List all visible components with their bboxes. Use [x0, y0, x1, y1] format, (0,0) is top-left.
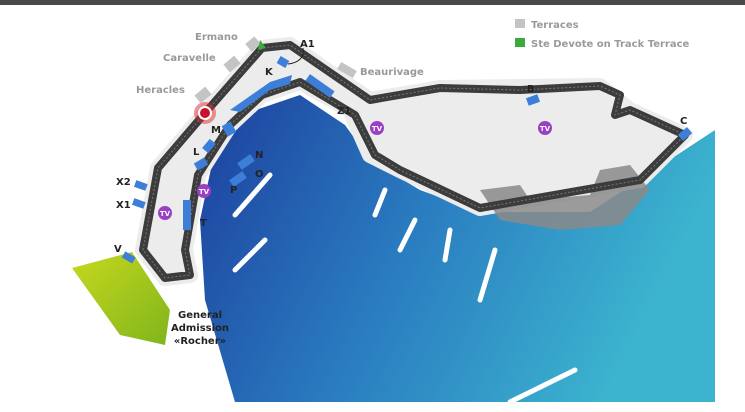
- general-admission-label: «Rocher»: [174, 336, 226, 347]
- tv-badge: TV: [370, 121, 384, 135]
- svg-text:TV: TV: [540, 125, 551, 133]
- legend-swatch-terraces: [515, 19, 525, 28]
- grandstand-label: C: [680, 116, 687, 127]
- tunnel-buildings: [480, 165, 650, 230]
- svg-text:TV: TV: [199, 188, 210, 196]
- svg-text:TV: TV: [160, 210, 171, 218]
- general-admission-label: Admission: [171, 323, 229, 334]
- legend-label: Terraces: [531, 20, 579, 31]
- general-admission-label: General: [178, 310, 222, 321]
- grandstands: [121, 56, 693, 264]
- grandstand-label: O: [255, 169, 264, 180]
- tv-badge: TV: [197, 184, 211, 198]
- grandstand-label: T: [200, 218, 207, 229]
- terrace-label: Ermano: [195, 32, 238, 43]
- grandstand-label: V: [114, 244, 122, 255]
- harbour-water: [200, 95, 715, 402]
- grandstand-label: B: [527, 84, 535, 95]
- grandstand-label: Z1: [337, 106, 351, 117]
- legend: Terraces Ste Devote on Track Terrace: [515, 19, 690, 50]
- legend-swatch-ste-devote: [515, 38, 525, 47]
- grandstand-label: N: [255, 150, 263, 161]
- grandstand-label: K: [265, 67, 274, 78]
- terrace-label: Beaurivage: [360, 67, 424, 78]
- top-bar: [0, 0, 745, 5]
- tv-badge: TV: [158, 206, 172, 220]
- grandstand-label: X1: [116, 200, 131, 211]
- svg-text:TV: TV: [372, 125, 383, 133]
- piers: [232, 172, 578, 405]
- tv-badge: TV: [538, 121, 552, 135]
- general-admission-area: [72, 252, 170, 345]
- grandstand-label: A1: [300, 39, 315, 50]
- terrace-label: Heracles: [136, 85, 185, 96]
- terrace-label: Caravelle: [163, 53, 216, 64]
- a1-pointer: [287, 47, 304, 65]
- terraces: [194, 36, 357, 104]
- grandstand-label: M: [211, 125, 221, 136]
- grandstand-label: P: [230, 185, 237, 196]
- legend-label: Ste Devote on Track Terrace: [531, 39, 690, 50]
- grandstand-label: X2: [116, 177, 131, 188]
- grandstand-label: L: [193, 147, 200, 158]
- ste-devote-terrace: [258, 40, 266, 50]
